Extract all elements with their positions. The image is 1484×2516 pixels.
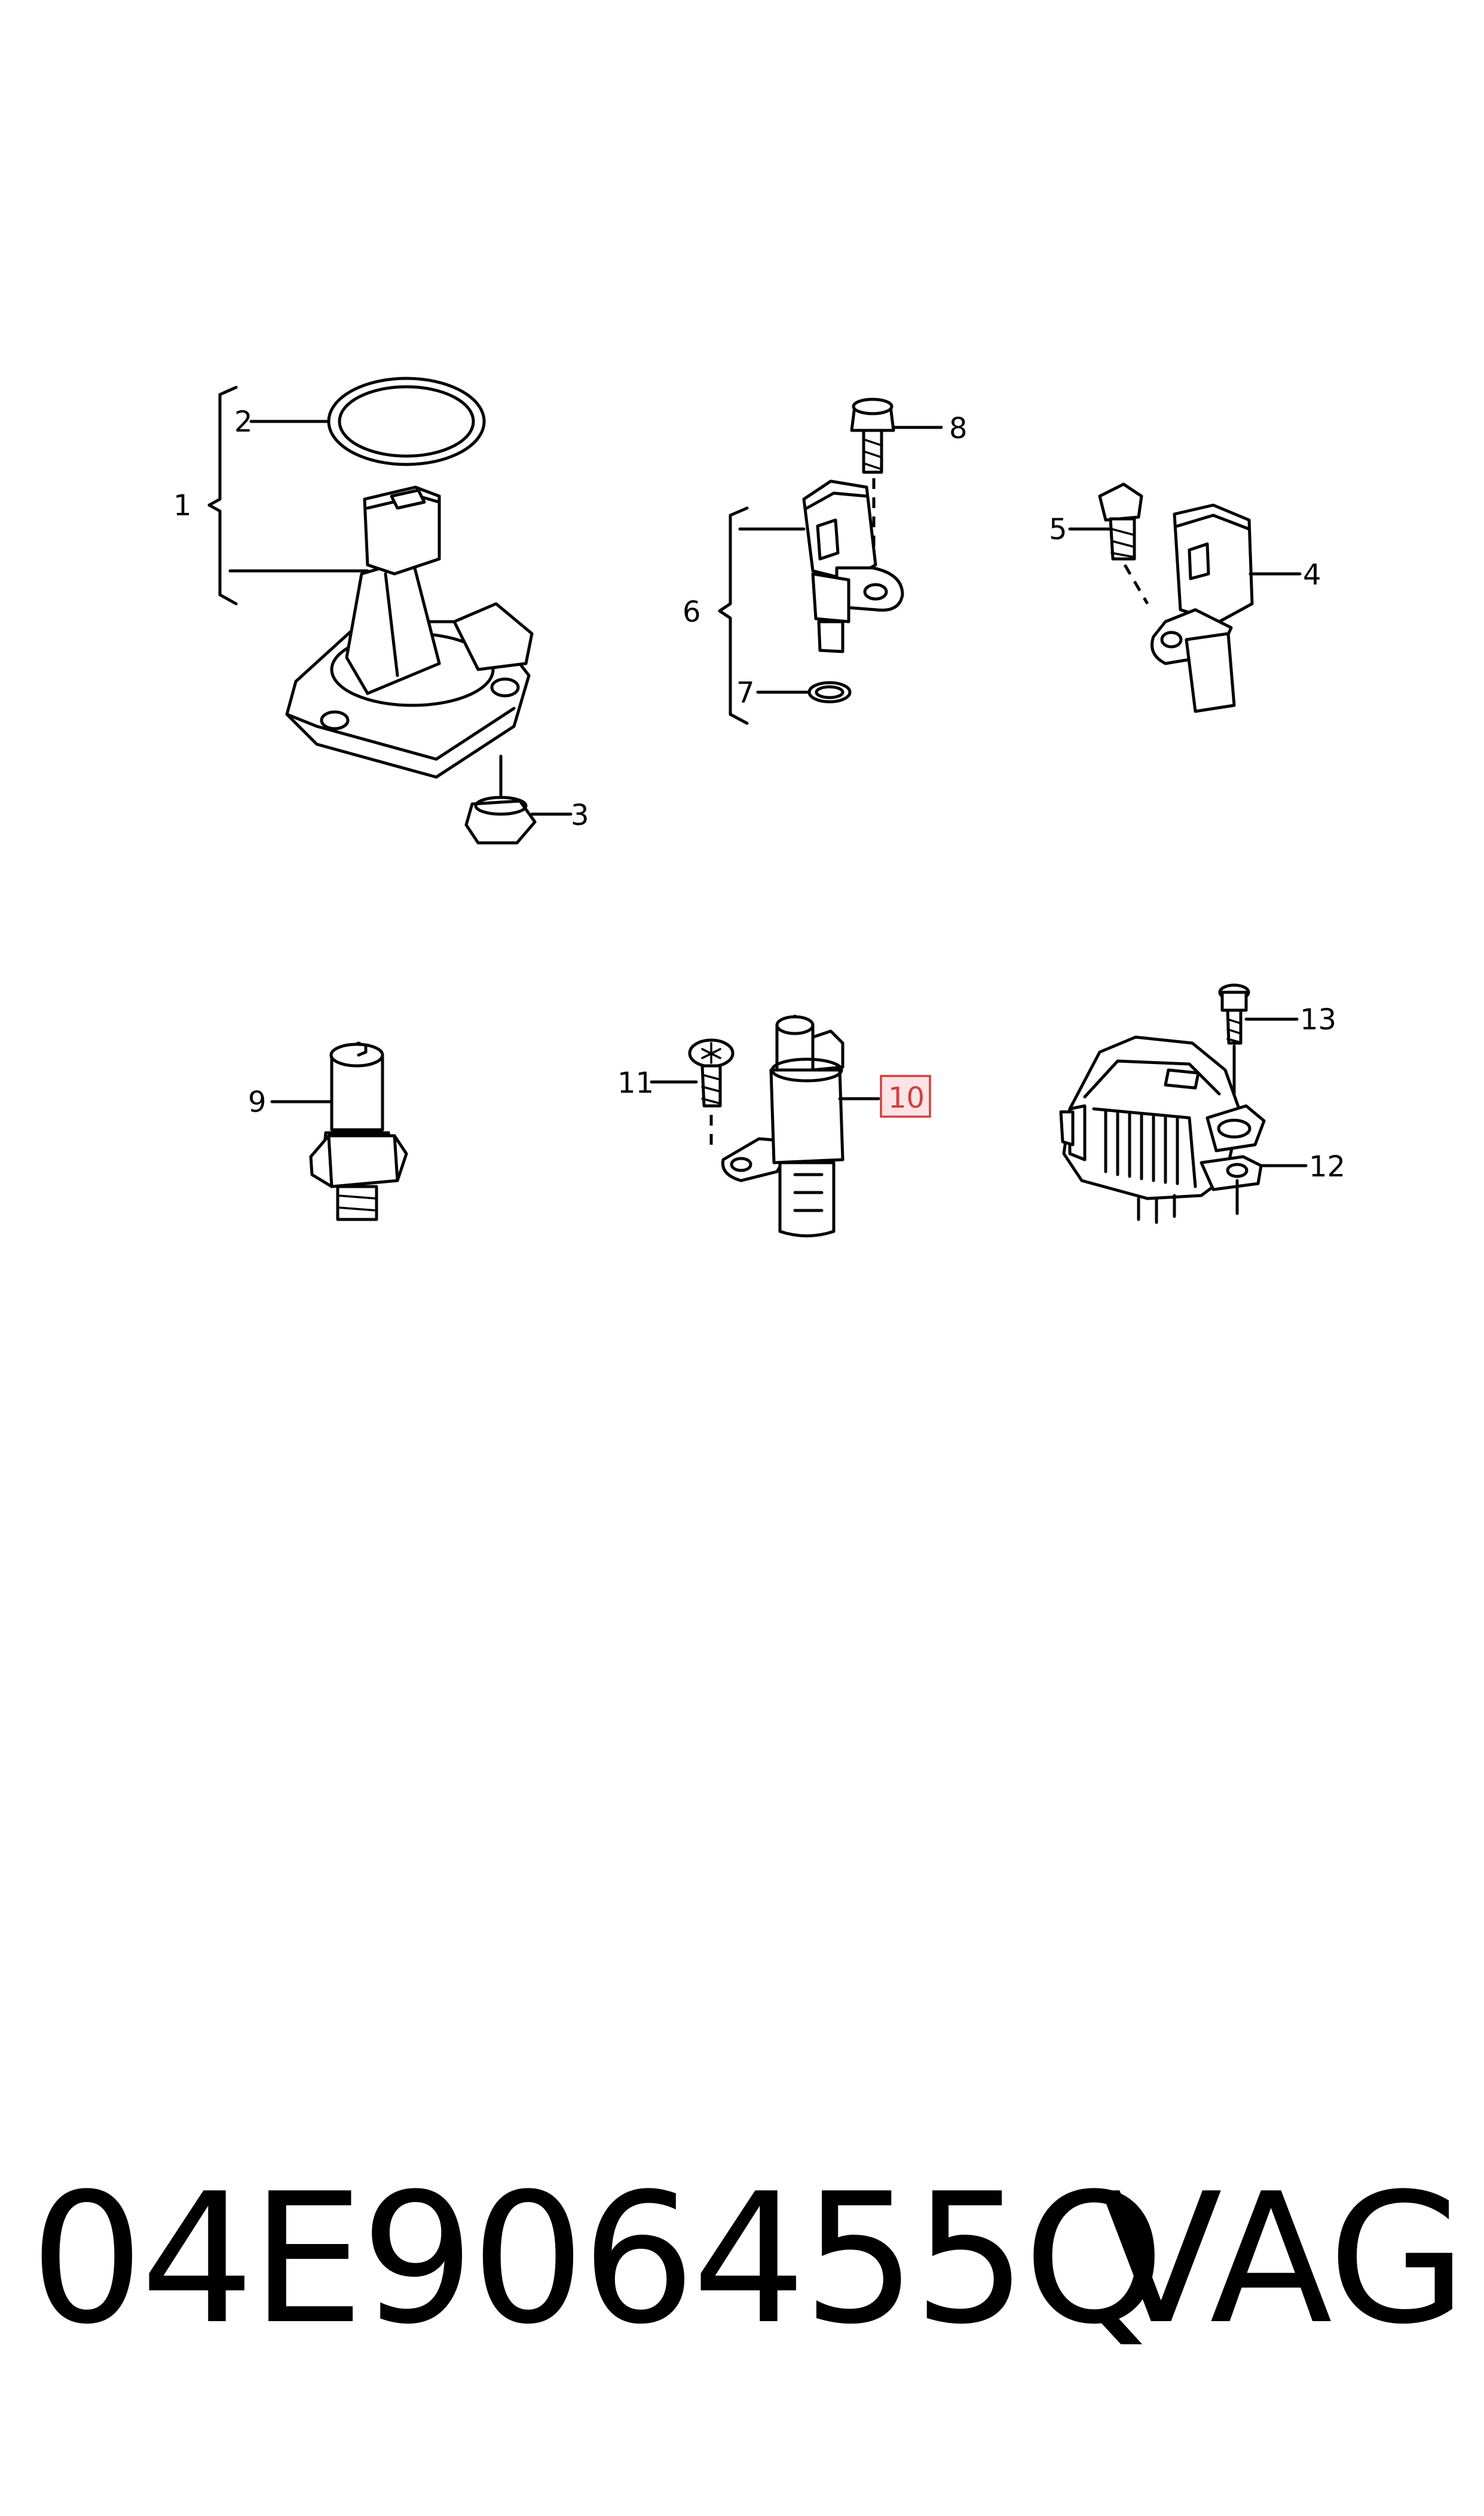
part-number: 04E906455Q: [30, 2155, 1165, 2364]
callout-11: 11: [617, 1066, 654, 1100]
part-1-oil-level-sensor: [207, 377, 573, 845]
callout-13: 13: [1300, 1003, 1336, 1037]
part-6-speed-sensor: [718, 398, 943, 725]
part-4-sensor: [1068, 482, 1302, 713]
callout-6: 6: [683, 595, 701, 629]
callout-12: 12: [1309, 1150, 1345, 1184]
callout-10: 10: [888, 1081, 925, 1115]
callout-1: 1: [173, 489, 192, 522]
callout-2: 2: [234, 405, 253, 439]
callout-9: 9: [248, 1086, 267, 1119]
brand-name: VAG: [1100, 2155, 1467, 2364]
callout-5: 5: [1049, 513, 1067, 546]
callout-7: 7: [736, 676, 755, 710]
part-12-actuator: [1059, 983, 1308, 1224]
part-9-pressure-switch: [270, 1041, 408, 1221]
callout-4: 4: [1303, 558, 1321, 592]
brace-1: [207, 386, 238, 606]
callout-numbers: 2 1 3 8 6 7 5 4 9 11 10 13 12: [173, 405, 1345, 1184]
callout-10-highlight: [880, 1075, 931, 1118]
brace-6: [718, 506, 749, 725]
part-10-solenoid-valve: [650, 1014, 880, 1237]
part-5-bolt: [1098, 482, 1143, 522]
part-2-o-ring: [327, 377, 486, 466]
callout-3: 3: [571, 799, 589, 832]
caption-bar: 04E906455Q VAG: [0, 2134, 1484, 2385]
callout-8: 8: [949, 412, 968, 445]
